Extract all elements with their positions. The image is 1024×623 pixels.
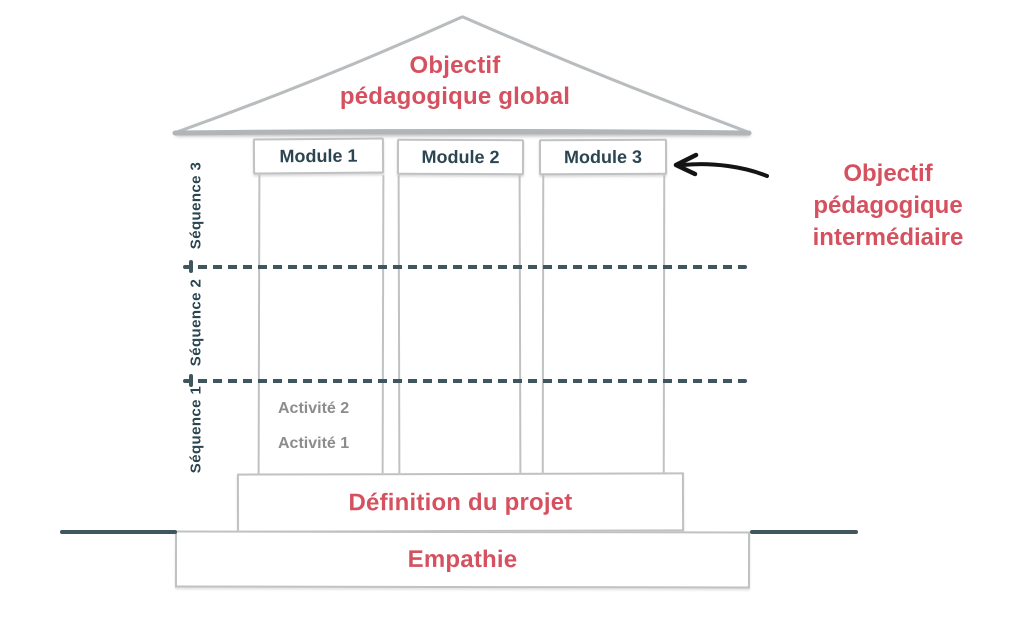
empathy-label: Empathie — [407, 545, 518, 573]
sequence-3-label: Séquence 3 — [187, 161, 205, 250]
project-definition-box: Définition du projet — [236, 472, 685, 533]
module-1-pillar — [257, 174, 385, 476]
module-2-box: Module 2 — [396, 138, 525, 176]
module-3-pillar — [541, 174, 666, 476]
module-2-pillar — [397, 174, 522, 476]
project-definition-label: Définition du projet — [348, 488, 573, 516]
sequence-divider-top — [183, 265, 747, 269]
global-objective-line2: pédagogique global — [339, 83, 571, 110]
intermediate-objective-line1: Objectif — [843, 160, 933, 187]
sequence-2-label: Séquence 2 — [187, 278, 205, 367]
sequence-divider-tick-bottom — [189, 374, 193, 387]
global-objective-line1: Objectif — [409, 52, 501, 79]
arrow-icon — [673, 152, 769, 178]
module-1-label: Module 1 — [279, 145, 358, 166]
intermediate-objective-line2: pédagogique — [813, 192, 963, 219]
sequence-divider-bottom — [183, 379, 747, 383]
intermediate-objective-title: Objectif pédagogique intermédiaire — [770, 158, 1006, 254]
activity-2-label: Activité 2 — [278, 400, 350, 417]
activity-1-label: Activité 1 — [278, 435, 350, 452]
roof-outline — [172, 15, 752, 136]
ground-line-right — [750, 530, 858, 534]
module-1-box: Module 1 — [252, 137, 385, 175]
sequence-divider-tick-top — [189, 260, 193, 273]
sequence-1-label: Séquence 1 — [187, 385, 205, 474]
ground-line-left — [60, 530, 177, 534]
module-3-box: Module 3 — [538, 138, 668, 176]
global-objective-title: Objectif pédagogique global — [255, 50, 655, 112]
module-3-label: Module 3 — [563, 146, 643, 167]
module-2-label: Module 2 — [421, 146, 500, 167]
empathy-box: Empathie — [174, 530, 751, 589]
intermediate-objective-line3: intermédiaire — [812, 224, 964, 251]
